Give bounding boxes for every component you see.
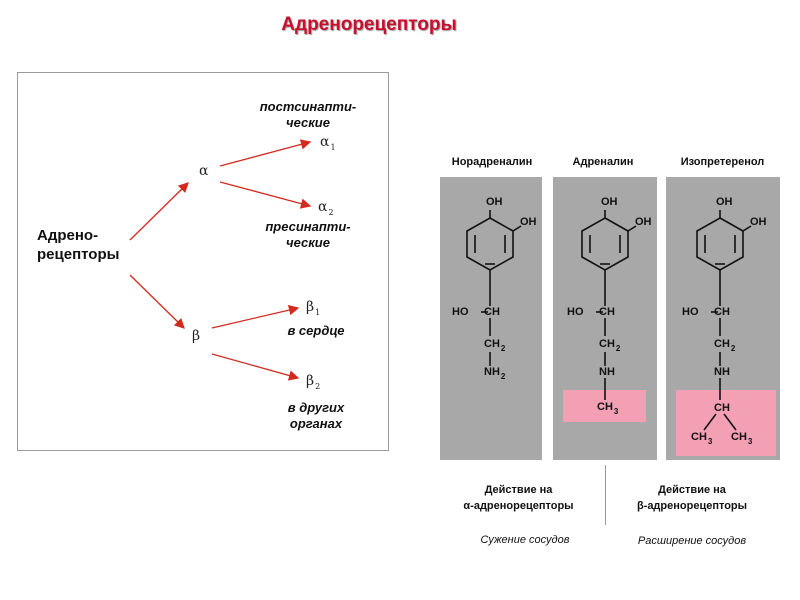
alpha-action-caption: Действие на α-адренорецепторы [440,482,597,514]
beta1-symbol: β [306,299,315,315]
alpha1-symbol: α [320,134,330,150]
alpha-action-line2: α-адренорецепторы [463,500,574,512]
compound-name-adrenaline: Адреналин [572,156,634,168]
alpha2-node: α2 [318,199,334,217]
receptor-tree-panel [17,72,389,451]
beta2-node: β2 [306,373,321,391]
page-title: Адренорецепторы [281,14,457,35]
arrow-beta-beta1 [211,304,300,329]
alpha-node: α [199,163,209,179]
noradrenaline-oh-top: OH [486,196,503,208]
presynaptic-line1: пресинапти- [265,219,351,234]
adrenaline-ho: HO [567,306,584,318]
alpha2-subscript: 2 [328,208,334,217]
noradrenaline-ch: CH [484,306,500,318]
beta-action-caption: Действие на β-адренорецепторы [612,482,772,514]
alpha2-symbol: α [318,199,328,215]
presynaptic-label: пресинапти- ческие [252,219,364,251]
caption-divider [605,465,606,525]
alpha-action-line1: Действие на [484,484,553,496]
adrenaline-ch3-main: CH [597,401,613,413]
compound-name-isoproterenol: Изопретеренол [680,156,765,168]
arrow-root-beta [129,274,185,329]
noradrenaline-ch2: CH2 [484,338,506,353]
adrenaline-ch2: CH2 [599,338,621,353]
beta-action-line1: Действие на [658,484,726,496]
isoproterenol-ch3-left-sub: 3 [707,437,713,446]
noradrenaline-nh2-main: NH [484,366,500,378]
other-organs-line1: в других [287,400,345,415]
molecule-adrenaline [581,210,637,400]
structure-panel-noradrenaline [440,177,542,460]
isoproterenol-ch3-right-sub: 3 [747,437,753,446]
arrow-alpha-alpha1 [219,139,312,167]
noradrenaline-nh2: NH2 [484,366,506,381]
isoproterenol-ho: HO [682,306,699,318]
alpha-effect: Сужение сосудов [480,534,570,546]
beta1-node: β1 [306,299,321,317]
isopropyl-highlight [676,390,776,456]
isoproterenol-ch: CH [714,306,730,318]
alpha1-node: α1 [320,134,336,152]
beta-node: β [192,328,201,344]
compound-name-noradrenaline: Норадреналин [451,156,533,168]
adrenaline-ch: CH [599,306,615,318]
adrenaline-ch3: CH3 [597,401,619,416]
noradrenaline-ch2-sub: 2 [500,344,506,353]
adrenaline-nh: NH [599,366,615,378]
arrow-beta-beta2 [211,353,300,381]
molecule-isoproterenol [696,210,752,431]
beta2-symbol: β [306,373,315,389]
adrenaline-oh-top: OH [601,196,618,208]
molecule-noradrenaline [466,210,522,366]
beta1-subscript: 1 [315,308,321,317]
isoproterenol-oh-top: OH [716,196,733,208]
other-organs-line2: органах [289,416,343,431]
isoproterenol-ch3-right-main: CH [731,431,747,443]
root-label-line2: рецепторы [37,246,120,263]
postsynaptic-label: постсинапти- ческие [248,99,368,131]
arrow-alpha-alpha2 [219,181,312,209]
isoproterenol-ch-iso: CH [714,402,730,414]
postsynaptic-line1: постсинапти- [259,99,357,114]
alpha1-subscript: 1 [330,143,336,152]
isoproterenol-ch2-sub: 2 [730,344,736,353]
adrenaline-ch2-main: CH [599,338,615,350]
noradrenaline-ch2-main: CH [484,338,500,350]
other-organs-label: в других органах [276,400,356,432]
beta-effect: Расширение сосудов [637,535,747,547]
adrenaline-oh-side: OH [635,216,652,228]
beta2-subscript: 2 [315,382,321,391]
isoproterenol-ch2-main: CH [714,338,730,350]
adrenaline-ch3-sub: 3 [613,407,619,416]
noradrenaline-oh-side: OH [520,216,537,228]
noradrenaline-nh2-sub: 2 [500,372,506,381]
isoproterenol-ch2: CH2 [714,338,736,353]
beta-action-line2: β-адренорецепторы [636,500,748,512]
isoproterenol-ch3-left: CH3 [691,431,713,446]
postsynaptic-line2: ческие [286,115,330,130]
heart-label: в сердце [287,323,345,338]
root-label: Адрено- рецепторы [37,226,119,264]
noradrenaline-ho: HO [452,306,469,318]
isoproterenol-ch3-left-main: CH [691,431,707,443]
isoproterenol-oh-side: OH [750,216,767,228]
arrow-root-alpha [129,182,189,241]
isoproterenol-nh: NH [714,366,730,378]
isoproterenol-ch3-right: CH3 [731,431,753,446]
presynaptic-line2: ческие [286,235,330,250]
root-label-line1: Адрено- [37,227,99,244]
adrenaline-ch2-sub: 2 [615,344,621,353]
